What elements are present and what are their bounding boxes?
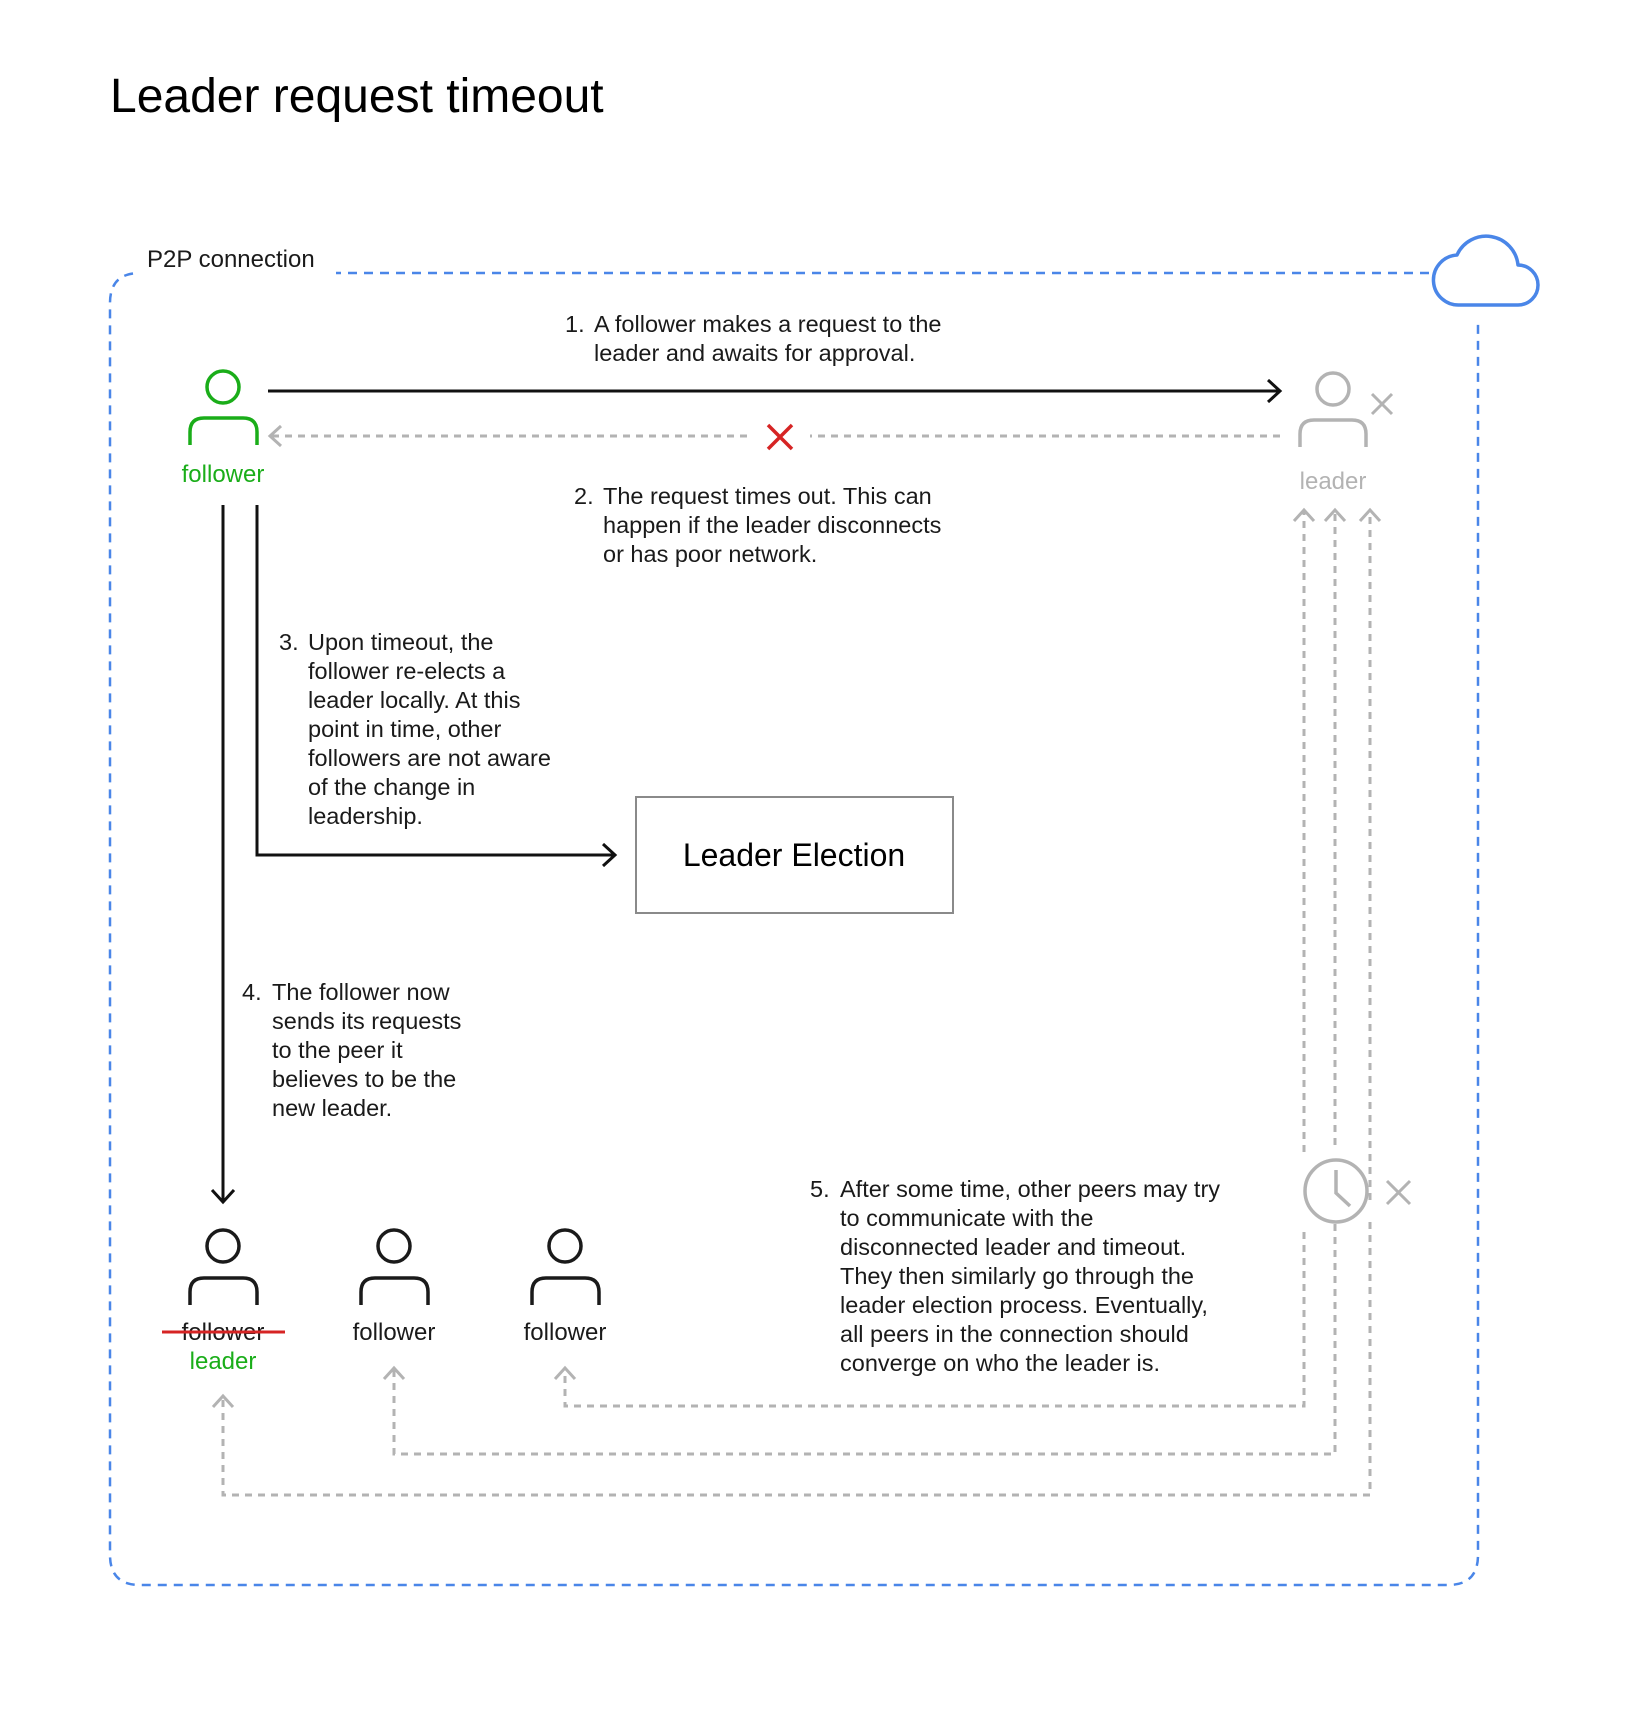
clock-icon [1303, 1158, 1369, 1224]
step-2-note: 2. The request times out. This can happe… [574, 483, 948, 567]
close-icon [1370, 392, 1394, 416]
person-icon [188, 369, 259, 445]
cloud-icon [1431, 234, 1540, 307]
leader-election-box: Leader Election [635, 796, 954, 914]
return-route-arrow [382, 1224, 1337, 1456]
re-election-arrow [255, 505, 615, 855]
step-4-note: 4. The follower now sends its requests t… [242, 979, 468, 1121]
step-3-note: 3. Upon timeout, the follower re-elects … [279, 629, 557, 829]
peer-b-label: follower [524, 1319, 607, 1346]
old-leader-label: leader [1300, 468, 1367, 495]
container-label: P2P connection [147, 246, 315, 273]
new-leader-role-label: leader [190, 1348, 257, 1375]
person-icon [188, 1228, 259, 1305]
error-close-icon [766, 423, 794, 451]
leader-election-label: Leader Election [683, 837, 905, 873]
step-5-note: 5. After some time, other peers may try … [810, 1176, 1227, 1376]
step-1-note: 1. A follower makes a request to the lea… [565, 311, 948, 366]
p2p-connection-container: P2P connection [108, 246, 1480, 1587]
return-route-arrow [211, 1222, 1372, 1497]
person-icon [530, 1228, 601, 1305]
close-icon [1385, 1179, 1412, 1206]
requester-label: follower [182, 461, 265, 488]
person-icon [1298, 371, 1368, 447]
page-title: Leader request timeout [110, 70, 604, 123]
person-icon [359, 1228, 430, 1305]
peer-a-label: follower [353, 1319, 436, 1346]
